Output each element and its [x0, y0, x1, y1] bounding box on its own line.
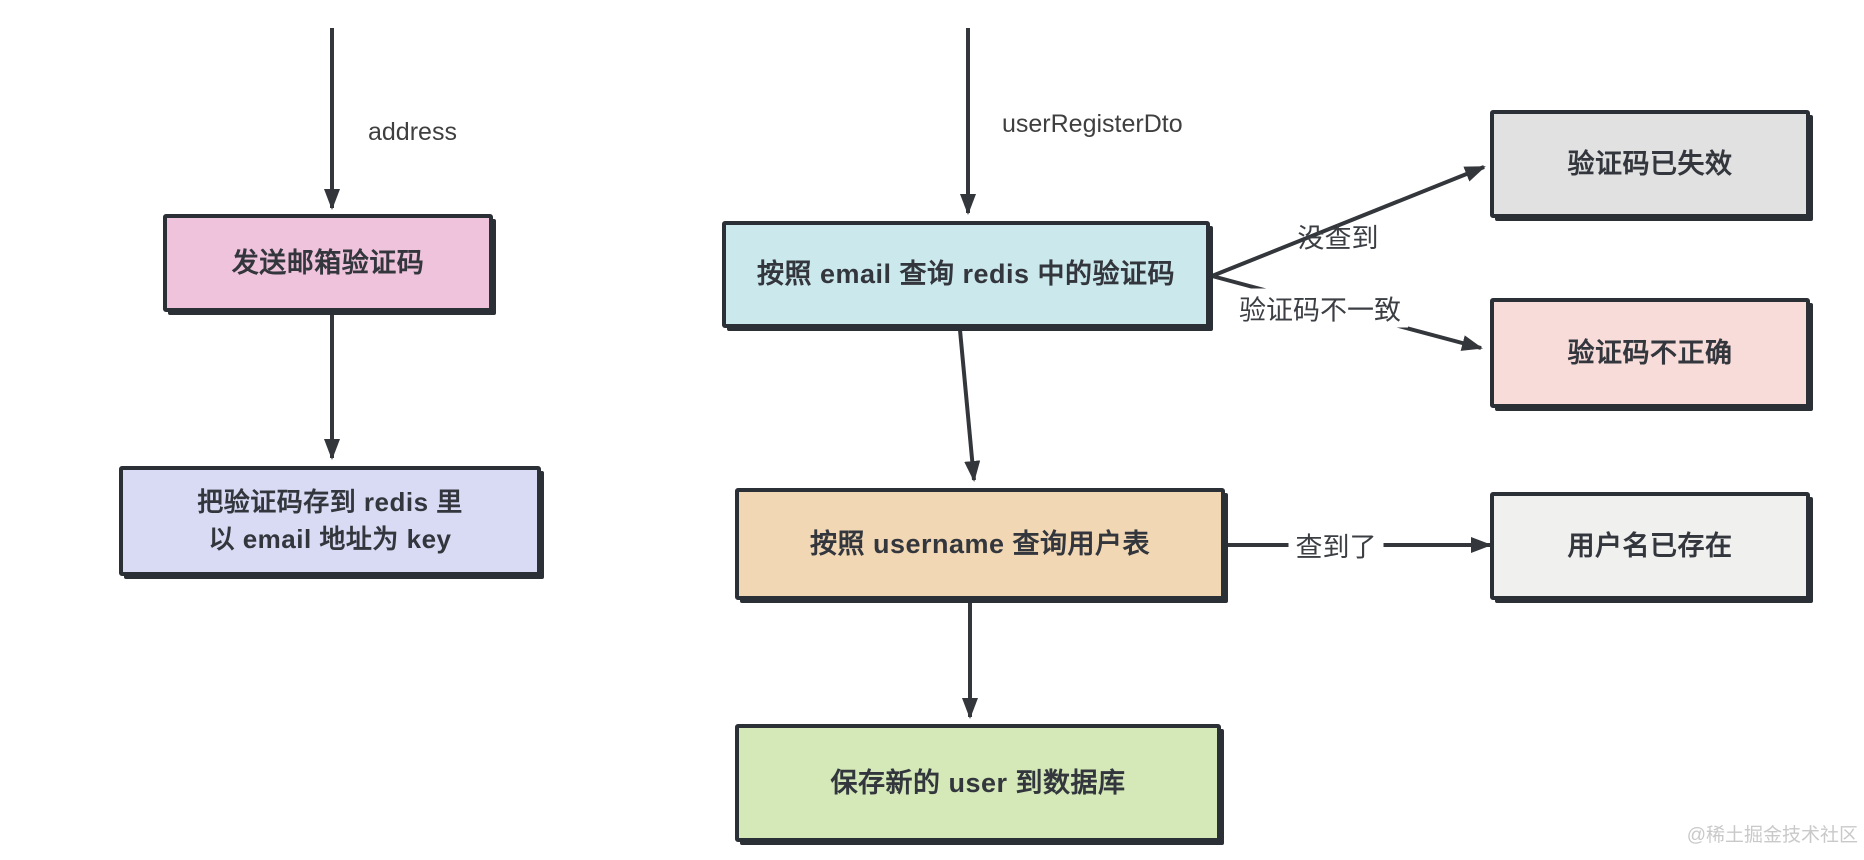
watermark: @稀土掘金技术社区	[1686, 825, 1858, 846]
node-query-redis-code: 按照 email 查询 redis 中的验证码	[722, 221, 1210, 328]
edge-label-found: 查到了	[1288, 525, 1384, 565]
arrow-not-found	[1211, 165, 1486, 278]
node-query-user-table-label: 按照 username 查询用户表	[809, 528, 1151, 559]
node-query-user-table: 按照 username 查询用户表	[735, 488, 1225, 600]
node-store-code-redis: 把验证码存到 redis 里 以 email 地址为 key	[119, 466, 541, 576]
arrow-query-redis-to-query-user	[958, 329, 981, 482]
node-code-incorrect: 验证码不正确	[1490, 298, 1810, 408]
node-code-incorrect-label: 验证码不正确	[1567, 337, 1733, 368]
node-query-redis-code-label: 按照 email 查询 redis 中的验证码	[756, 259, 1176, 289]
node-store-code-redis-line2: 以 email 地址为 key	[208, 524, 452, 554]
node-save-user-label: 保存新的 user 到数据库	[830, 767, 1126, 798]
node-code-expired-label: 验证码已失效	[1567, 148, 1733, 179]
node-username-exists: 用户名已存在	[1490, 492, 1810, 600]
edge-label-address: address	[368, 118, 457, 146]
edge-label-user-register-dto: userRegisterDto	[1002, 110, 1183, 138]
node-code-expired: 验证码已失效	[1490, 110, 1810, 218]
node-username-exists-label: 用户名已存在	[1567, 530, 1733, 561]
node-save-user: 保存新的 user 到数据库	[735, 724, 1221, 842]
edge-label-not-found: 没查到	[1297, 223, 1379, 254]
node-send-email-code: 发送邮箱验证码	[163, 214, 493, 312]
node-store-code-redis-line1: 把验证码存到 redis 里	[197, 487, 463, 517]
edge-label-code-mismatch: 验证码不一致	[1232, 288, 1408, 328]
node-send-email-code-label: 发送邮箱验证码	[231, 247, 425, 278]
